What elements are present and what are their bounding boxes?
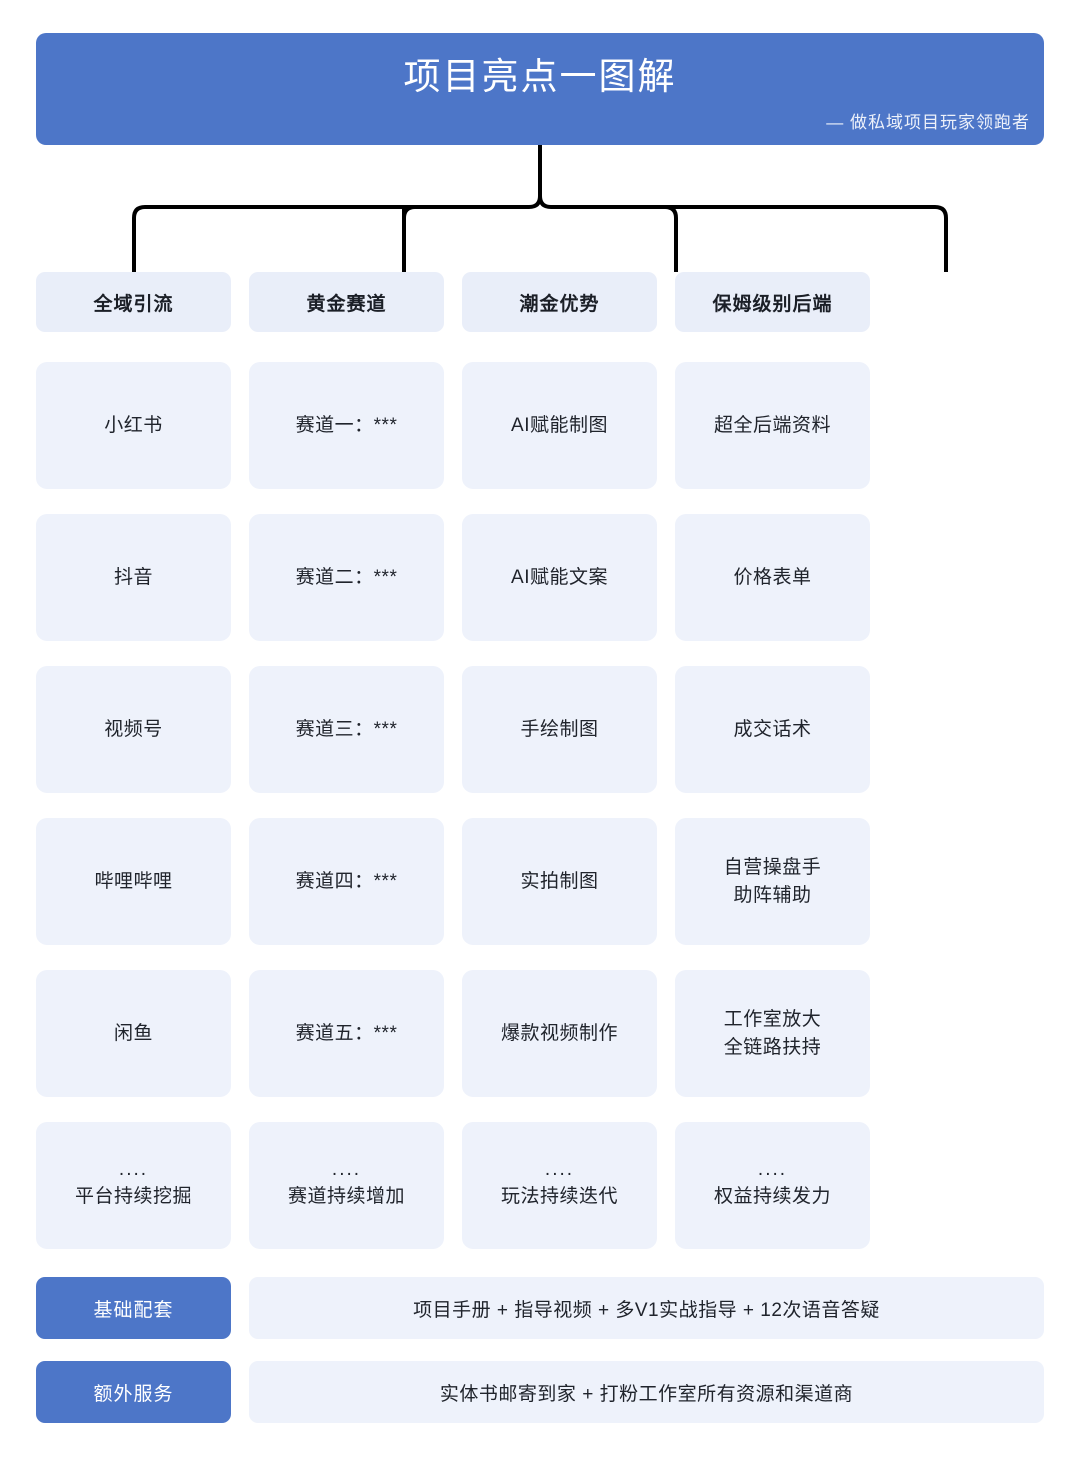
- badge-basic-package[interactable]: 基础配套: [36, 1277, 231, 1339]
- cell-item-continuing[interactable]: .... 玩法持续迭代: [462, 1122, 657, 1249]
- cell-item[interactable]: 闲鱼: [36, 970, 231, 1097]
- cell-item[interactable]: 小红书: [36, 362, 231, 489]
- content-extra-service: 实体书邮寄到家 + 打粉工作室所有资源和渠道商: [249, 1361, 1044, 1423]
- cell-item[interactable]: 价格表单: [675, 514, 870, 641]
- column-baomu-houduan: 保姆级别后端 超全后端资料 价格表单 成交话术 自营操盘手 助阵辅助 工作室放大…: [675, 272, 870, 1249]
- cell-label: 权益持续发力: [713, 1186, 831, 1208]
- connector-bracket: [132, 145, 948, 272]
- cell-item[interactable]: 赛道一：***: [249, 362, 444, 489]
- cell-item[interactable]: 手绘制图: [462, 666, 657, 793]
- cell-item[interactable]: AI赋能制图: [462, 362, 657, 489]
- cell-item[interactable]: 实拍制图: [462, 818, 657, 945]
- dots-marker: ....: [757, 1159, 788, 1181]
- cell-item-continuing[interactable]: .... 权益持续发力: [675, 1122, 870, 1249]
- cell-item-continuing[interactable]: .... 赛道持续增加: [249, 1122, 444, 1249]
- content-basic-package: 项目手册 + 指导视频 + 多V1实战指导 + 12次语音答疑: [249, 1277, 1044, 1339]
- cell-item[interactable]: 超全后端资料: [675, 362, 870, 489]
- cell-item[interactable]: 赛道四：***: [249, 818, 444, 945]
- cell-item-continuing[interactable]: .... 平台持续挖掘: [36, 1122, 231, 1249]
- cell-label-line2: 助阵辅助: [733, 884, 812, 906]
- columns-container: 全域引流 小红书 抖音 视频号 哔哩哔哩 闲鱼 .... 平台持续挖掘 黄金赛道…: [36, 272, 1044, 1249]
- cell-label-line1: 工作室放大: [723, 1008, 822, 1030]
- badge-extra-service[interactable]: 额外服务: [36, 1361, 231, 1423]
- cell-item[interactable]: 成交话术: [675, 666, 870, 793]
- cell-item[interactable]: 抖音: [36, 514, 231, 641]
- page-subtitle: — 做私域项目玩家领跑者: [826, 113, 1030, 133]
- bottom-row-extra: 额外服务 实体书邮寄到家 + 打粉工作室所有资源和渠道商: [36, 1361, 1044, 1423]
- cell-label-line1: 自营操盘手: [723, 856, 822, 878]
- cell-item[interactable]: 视频号: [36, 666, 231, 793]
- column-header[interactable]: 全域引流: [36, 272, 231, 332]
- column-huangjin-saidao: 黄金赛道 赛道一：*** 赛道二：*** 赛道三：*** 赛道四：*** 赛道五…: [249, 272, 444, 1249]
- cell-item[interactable]: 爆款视频制作: [462, 970, 657, 1097]
- column-chaojin-youshi: 潮金优势 AI赋能制图 AI赋能文案 手绘制图 实拍制图 爆款视频制作 ....…: [462, 272, 657, 1249]
- bottom-row-basic: 基础配套 项目手册 + 指导视频 + 多V1实战指导 + 12次语音答疑: [36, 1277, 1044, 1339]
- cell-item[interactable]: 赛道二：***: [249, 514, 444, 641]
- cell-label: 赛道持续增加: [287, 1186, 405, 1208]
- column-header[interactable]: 保姆级别后端: [675, 272, 870, 332]
- cell-item[interactable]: 自营操盘手 助阵辅助: [675, 818, 870, 945]
- page-title: 项目亮点一图解: [403, 56, 677, 97]
- dots-marker: ....: [118, 1159, 149, 1181]
- cell-label-line2: 全链路扶持: [723, 1036, 822, 1058]
- cell-label: 平台持续挖掘: [74, 1186, 192, 1208]
- cell-item[interactable]: 工作室放大 全链路扶持: [675, 970, 870, 1097]
- header-banner: 项目亮点一图解 — 做私域项目玩家领跑者: [36, 33, 1044, 145]
- bottom-rows: 基础配套 项目手册 + 指导视频 + 多V1实战指导 + 12次语音答疑 额外服…: [36, 1277, 1044, 1423]
- cell-item[interactable]: 赛道三：***: [249, 666, 444, 793]
- column-header[interactable]: 黄金赛道: [249, 272, 444, 332]
- cell-item[interactable]: 赛道五：***: [249, 970, 444, 1097]
- cell-label: 玩法持续迭代: [500, 1186, 618, 1208]
- dots-marker: ....: [331, 1159, 362, 1181]
- dots-marker: ....: [544, 1159, 575, 1181]
- column-quanyu-yinliu: 全域引流 小红书 抖音 视频号 哔哩哔哩 闲鱼 .... 平台持续挖掘: [36, 272, 231, 1249]
- cell-item[interactable]: 哔哩哔哩: [36, 818, 231, 945]
- column-header[interactable]: 潮金优势: [462, 272, 657, 332]
- cell-item[interactable]: AI赋能文案: [462, 514, 657, 641]
